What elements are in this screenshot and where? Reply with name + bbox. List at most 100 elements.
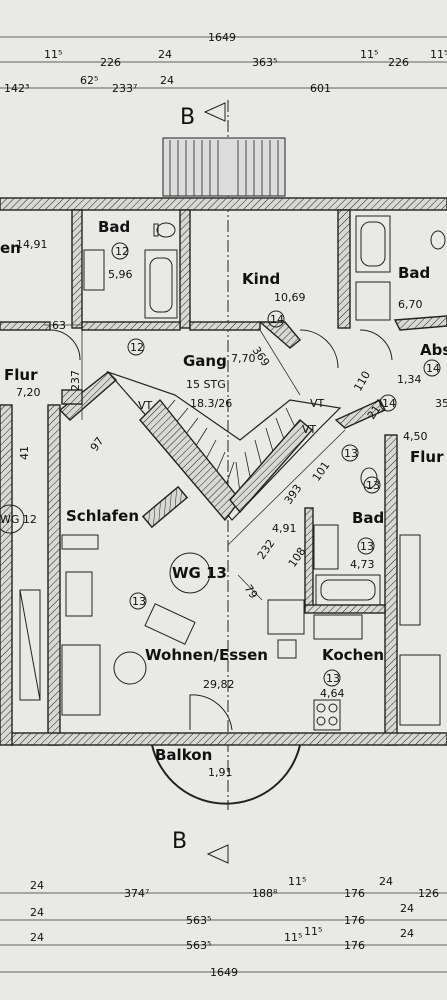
balcony [151,744,301,805]
section-mark-bottom: B [172,829,187,854]
top-dimensions: 1649 11⁵ 226 24 363⁵ 11⁵ 226 11⁵ 142³ 62… [0,31,447,95]
walls [0,197,447,746]
unit-num-13a: 13 [344,447,358,460]
room-gang-name: Gang [183,352,227,370]
dim-bot-r3-c: 11⁵ [284,931,302,944]
room-left-name: en [0,239,21,257]
dim-35: 35 [435,397,447,410]
unit-num-13b: 13 [132,595,146,608]
living-furniture [19,534,441,726]
dim-top-r3-b: 62⁵ [80,74,98,87]
room-abs-name: Abs [420,341,447,359]
room-bad2-name: Bad [398,264,430,282]
room-labels: en 14,91 Bad 12 5,96 Kind 10,69 14 Bad 6… [0,218,447,779]
room-bad1-name: Bad [98,218,130,236]
dim-top-r2-a: 11⁵ [44,48,62,61]
room-wg12-name: WG 12 [0,513,37,526]
bottom-dimensions: 24 374⁷ 188⁸ 11⁵ 176 24 126 24 563⁵ 176 … [0,875,447,979]
room-schlafen-name: Schlafen [66,507,139,525]
unit-num-14b: 14 [382,397,396,410]
dim-393: 393 [282,482,305,507]
room-bad1-area: 5,96 [108,268,133,281]
room-flur-left-name: Flur [4,366,38,384]
dim-top-r3-e: 601 [310,82,331,95]
room-wg13-name: WG 13 [172,564,227,582]
room-bad3-name: Bad [352,509,384,527]
dim-63: 63 [52,319,66,332]
bad3-fixtures [313,467,381,731]
room-kind-name: Kind [242,270,280,288]
dim-bot-r3-a: 24 [30,931,44,944]
section-line: B B [172,100,229,864]
section-mark-top: B [180,105,195,130]
room-flur-right-area: 4,50 [403,430,428,443]
unit-number-badges: 12 14 13 13 13 14 [127,338,441,610]
dim-bot-total: 1649 [210,966,238,979]
room-balkon-name: Balkon [155,746,212,764]
dim-top-r3-c: 233⁷ [112,82,137,95]
dim-bot-r1-f: 24 [379,875,393,888]
dim-top-total: 1649 [208,31,236,44]
dim-bot-r1-g: 126 [418,887,439,900]
roof-vent [162,137,286,197]
room-bad2-area: 6,70 [398,298,423,311]
dim-bot-r1-a: 24 [30,879,44,892]
bad1-fixtures [83,222,178,319]
room-kochen-num: 13 [326,672,340,685]
dim-top-r3-a: 142³ [4,82,29,95]
dim-top-r2-b: 226 [100,56,121,69]
dim-top-r2-f: 226 [388,56,409,69]
room-wohnen-name: Wohnen/Essen [145,646,268,664]
doors [49,300,393,731]
dim-97: 97 [88,435,107,454]
room-flur-right-name: Flur [410,448,444,466]
label-vt1: VT [138,399,153,412]
room-wohnen-area: 29,82 [203,678,235,691]
room-bad3-num: 13 [360,540,374,553]
dim-top-r2-g: 11⁵ [430,48,447,61]
dim-101: 101 [310,459,333,484]
room-kind-num: 14 [270,313,284,326]
dim-bot-r3-f: 24 [400,927,414,940]
dim-bot-r1-d: 11⁵ [288,875,306,888]
room-kind-area: 10,69 [274,291,306,304]
room-gang-ratio: 18.3/26 [190,397,232,410]
unit-num-12: 12 [130,341,144,354]
dim-bot-r2-c: 176 [344,914,365,927]
room-gang-area: 7,70 [231,352,256,365]
room-balkon-area: 1,91 [208,766,233,779]
dim-bot-r3-b: 563⁵ [186,939,211,952]
room-bad3-area: 4,73 [350,558,375,571]
dim-bot-r2-b: 563⁵ [186,914,211,927]
dim-bot-r3-d: 11⁵ [304,925,322,938]
dim-bot-r3-e: 176 [344,939,365,952]
dim-110: 110 [351,369,373,394]
dim-bot-r2-a: 24 [30,906,44,919]
room-gang-stairs: 15 STG [186,378,226,391]
dim-491: 4,91 [272,522,297,535]
dim-top-r2-c: 24 [158,48,172,61]
dim-41: 41 [18,446,31,460]
bad2-fixtures [355,215,446,321]
dim-top-r2-e: 11⁵ [360,48,378,61]
dim-bot-r1-c: 188⁸ [252,887,278,900]
room-abs-area: 1,34 [397,373,422,386]
dim-79: 79 [242,582,261,601]
unit-num-13c: 13 [366,479,380,492]
dim-bot-r1-b: 374⁷ [124,887,149,900]
room-flur-left-area: 7,20 [16,386,41,399]
unit-num-14c: 14 [426,362,440,375]
dim-top-r2-d: 363⁵ [252,56,277,69]
dim-232: 232 [255,537,278,562]
label-vt3: VT [302,423,317,436]
room-bad1-num: 12 [115,245,129,258]
dim-bot-r1-e: 176 [344,887,365,900]
dim-bot-r2-d: 24 [400,902,414,915]
dim-top-r3-d: 24 [160,74,174,87]
dim-237: 237 [69,370,82,391]
room-left-area: 14,91 [16,238,48,251]
room-kochen-area: 4,64 [320,687,345,700]
label-vt2: VT [310,397,325,410]
staircase [106,370,342,529]
